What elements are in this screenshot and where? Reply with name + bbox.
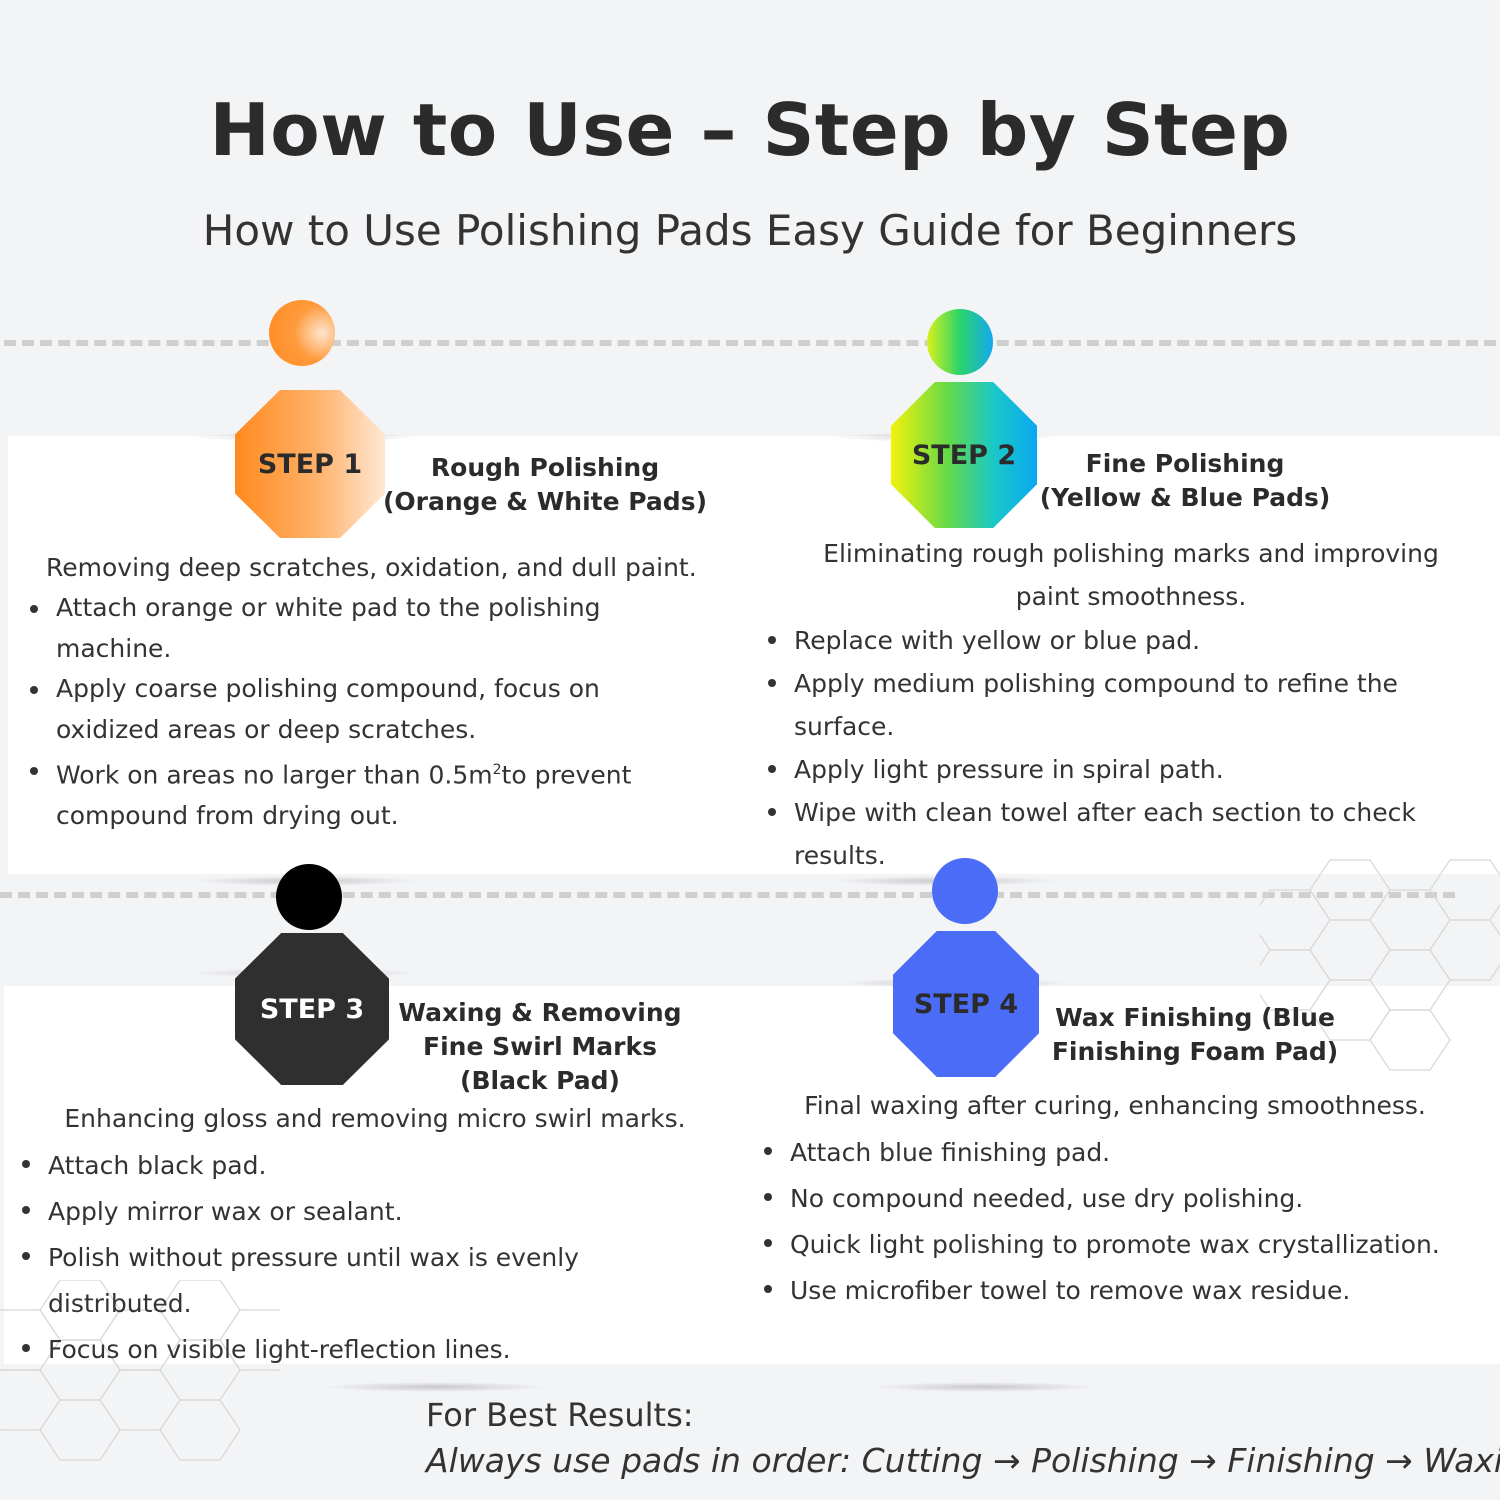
step-3-title: Waxing & Removing Fine Swirl Marks (Blac… [395, 996, 685, 1098]
step-4-dot [932, 858, 998, 924]
step-1-bullets: Attach orange or white pad to the polish… [20, 588, 700, 836]
list-item: Attach black pad. [12, 1143, 708, 1189]
step-2-label: STEP 2 [911, 439, 1017, 471]
step-3-dot [276, 864, 342, 930]
step-2-badge: STEP 2 [891, 382, 1037, 528]
step-2-title-line: (Yellow & Blue Pads) [1039, 483, 1331, 512]
step-4-label: STEP 4 [913, 988, 1019, 1020]
page-title: How to Use – Step by Step [209, 88, 1291, 172]
list-item: Apply coarse polishing compound, focus o… [20, 669, 700, 750]
step-3-intro: Enhancing gloss and removing micro swirl… [64, 1104, 686, 1133]
list-item: Attach blue finishing pad. [754, 1130, 1484, 1176]
step-2-bullets: Replace with yellow or blue pad. Apply m… [758, 619, 1488, 877]
step-3-bullets: Attach black pad. Apply mirror wax or se… [12, 1143, 708, 1373]
step-4-intro: Final waxing after curing, enhancing smo… [804, 1091, 1426, 1120]
timeline-dash-top [4, 340, 1496, 346]
shadow-accent [870, 1382, 1100, 1392]
list-item: Apply medium polishing compound to refin… [758, 662, 1488, 748]
list-item: No compound needed, use dry polishing. [754, 1176, 1484, 1222]
step-1-intro: Removing deep scratches, oxidation, and … [46, 553, 697, 582]
list-item: Polish without pressure until wax is eve… [12, 1235, 708, 1327]
list-item: Work on areas no larger than 0.5m2to pre… [20, 750, 700, 836]
best-results-text: Always use pads in order: Cutting → Poli… [426, 1441, 1500, 1480]
step-1-title: Rough Polishing (Orange & White Pads) [380, 451, 710, 519]
timeline-dash-middle [0, 892, 1455, 898]
list-item: Use microfiber towel to remove wax resid… [754, 1268, 1484, 1314]
step-3-title-line: Waxing & Removing [398, 998, 682, 1027]
step-1-title-line: Rough Polishing [430, 453, 660, 482]
step-3-label: STEP 3 [259, 993, 365, 1025]
page-subtitle: How to Use Polishing Pads Easy Guide for… [202, 206, 1298, 255]
bullet-text: Work on areas no larger than 0.5m [56, 760, 493, 790]
shadow-accent [320, 1382, 550, 1392]
list-item: Focus on visible light-reflection lines. [12, 1327, 708, 1373]
step-4-bullets: Attach blue finishing pad. No compound n… [754, 1130, 1484, 1314]
list-item: Attach orange or white pad to the polish… [20, 588, 700, 669]
step-2-card [708, 436, 1500, 874]
step-3-title-line: (Black Pad) [460, 1066, 620, 1095]
step-1-dot [269, 300, 335, 366]
step-3-title-line: Fine Swirl Marks [423, 1032, 657, 1061]
list-item: Wipe with clean towel after each section… [758, 791, 1488, 877]
step-1-label: STEP 1 [257, 448, 363, 480]
best-results-label: For Best Results: [426, 1396, 694, 1434]
step-2-title: Fine Polishing (Yellow & Blue Pads) [1030, 447, 1340, 515]
step-1-badge: STEP 1 [235, 390, 385, 538]
list-item: Quick light polishing to promote wax cry… [754, 1222, 1484, 1268]
list-item: Apply mirror wax or sealant. [12, 1189, 708, 1235]
bullet-text: to prevent compound from drying out. [56, 760, 632, 830]
step-2-title-line: Fine Polishing [1085, 449, 1285, 478]
step-2-dot [927, 309, 993, 375]
superscript: 2 [492, 762, 502, 778]
step-3-badge: STEP 3 [235, 933, 389, 1085]
step-4-title: Wax Finishing (Blue Finishing Foam Pad) [1040, 1001, 1350, 1069]
step-4-title-line: Wax Finishing (Blue [1055, 1003, 1335, 1032]
step-1-title-line: (Orange & White Pads) [382, 487, 707, 516]
list-item: Replace with yellow or blue pad. [758, 619, 1488, 662]
step-4-title-line: Finishing Foam Pad) [1051, 1037, 1339, 1066]
step-2-intro: Eliminating rough polishing marks and im… [823, 539, 1439, 611]
list-item: Apply light pressure in spiral path. [758, 748, 1488, 791]
step-4-badge: STEP 4 [893, 931, 1039, 1077]
step-4-card [708, 986, 1500, 1364]
